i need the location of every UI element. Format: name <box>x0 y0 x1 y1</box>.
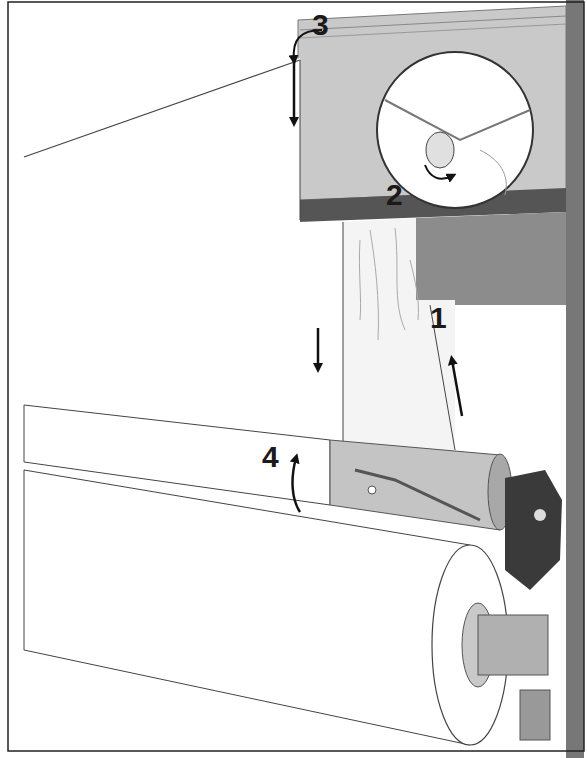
callout-number: 4 <box>262 442 279 472</box>
callout-number: 2 <box>386 180 403 210</box>
callout-number: 3 <box>312 10 329 40</box>
callout-number: 1 <box>430 303 447 333</box>
